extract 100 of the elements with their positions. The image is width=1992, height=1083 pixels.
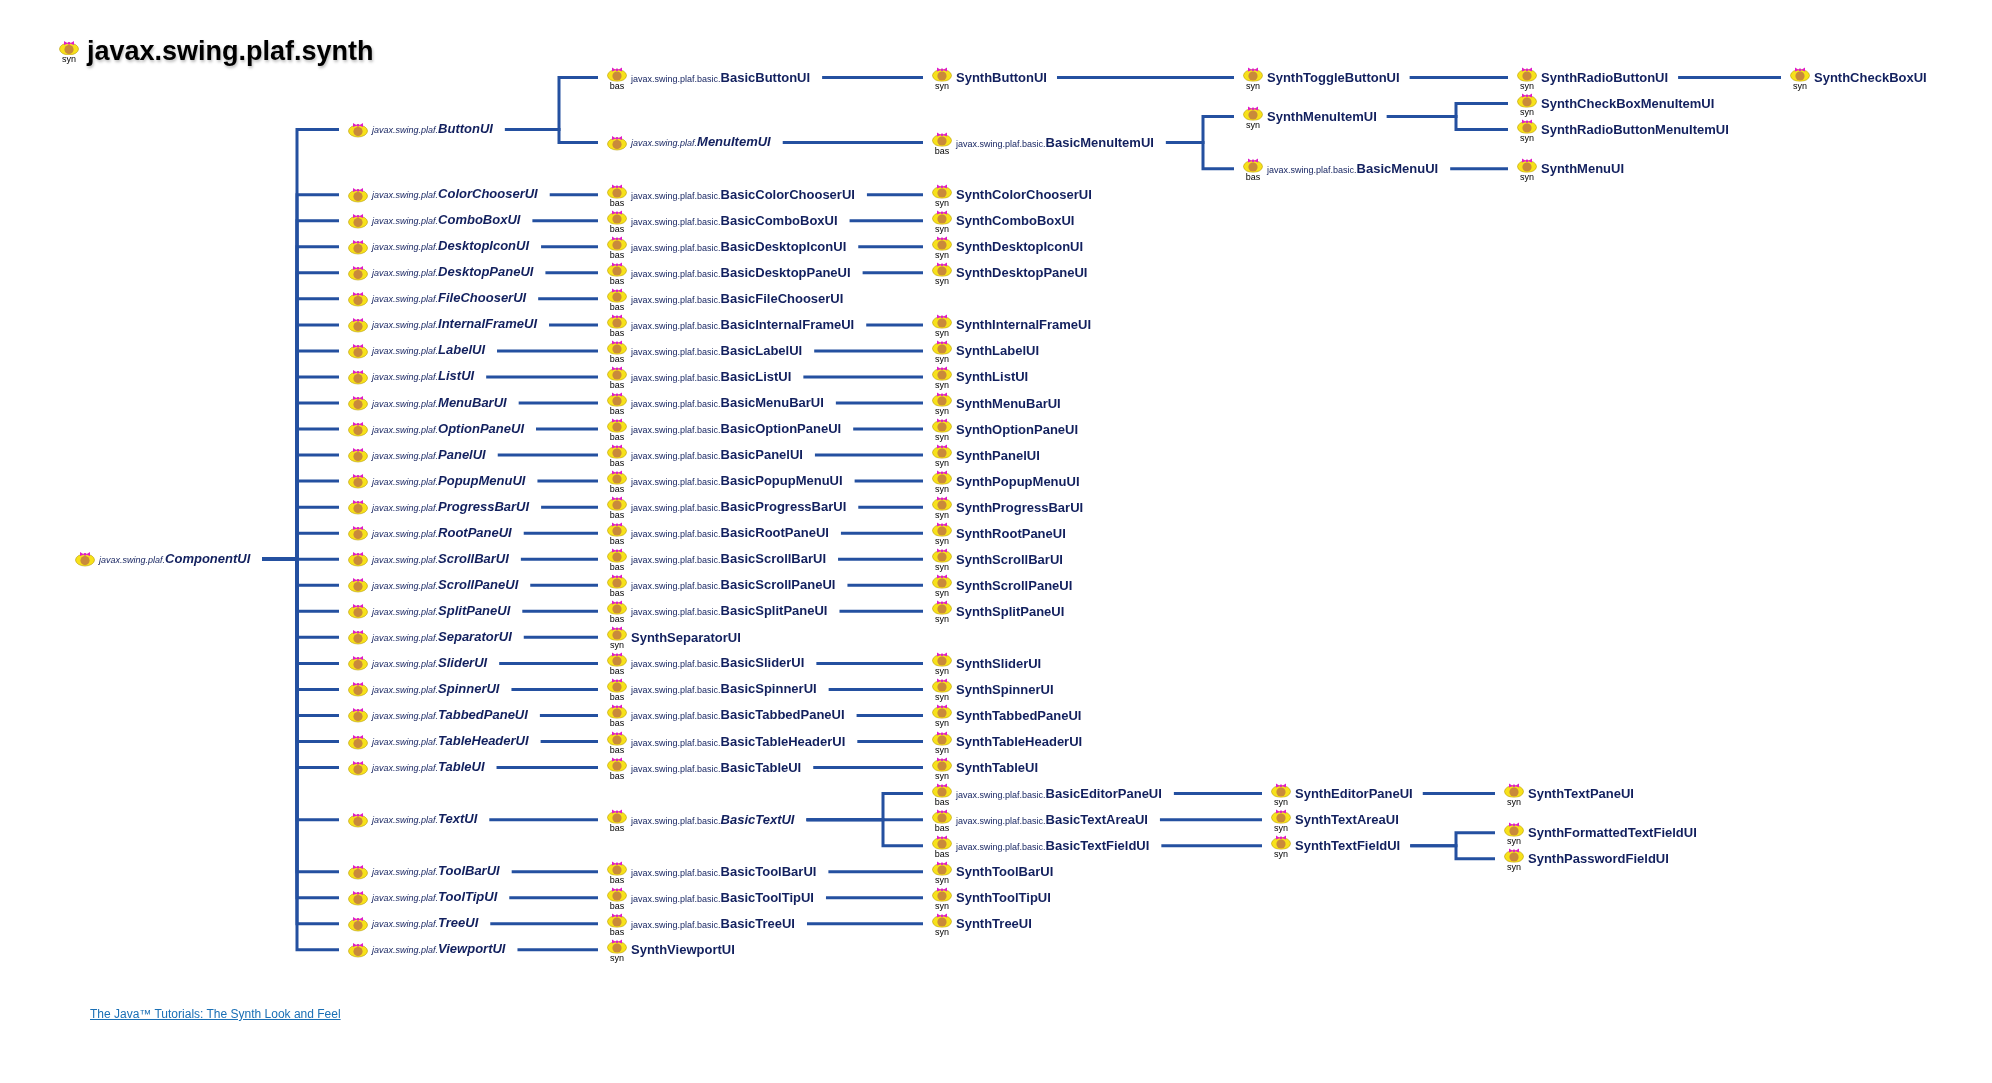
class-name: javax.swing.plaf.ComponentUI bbox=[99, 550, 252, 568]
icon-tag: syn bbox=[935, 745, 949, 753]
class-name: javax.swing.plaf.FileChooserUI bbox=[372, 290, 528, 308]
icon-tag: syn bbox=[62, 55, 76, 63]
icon-tag: bas bbox=[934, 823, 950, 832]
class-name: javax.swing.plaf.PopupMenuUI bbox=[372, 472, 527, 490]
class-name: javax.swing.plaf.basic.BasicFileChooserUI bbox=[631, 290, 845, 308]
inheritance-line bbox=[1165, 141, 1234, 171]
inheritance-line bbox=[816, 661, 923, 665]
icon-tag: bas bbox=[934, 146, 950, 155]
inheritance-line bbox=[840, 531, 923, 535]
inheritance-line bbox=[497, 453, 598, 457]
inheritance-line bbox=[1161, 844, 1262, 848]
class-name: javax.swing.plaf.basic.BasicColorChooserUI bbox=[631, 186, 856, 204]
class-name: SynthMenuBarUI bbox=[956, 395, 1061, 411]
icon-tag: syn bbox=[1520, 133, 1534, 142]
inheritance-line bbox=[537, 479, 598, 483]
class-name: SynthFormattedTextFieldUI bbox=[1528, 824, 1697, 841]
icon-tag: syn bbox=[935, 484, 949, 493]
icon-tag: syn bbox=[1793, 81, 1807, 89]
class-name: javax.swing.plaf.basic.BasicDesktopPaneUI bbox=[631, 264, 852, 282]
class-name: javax.swing.plaf.basic.BasicRootPaneUI bbox=[631, 524, 830, 542]
inheritance-line bbox=[839, 609, 923, 613]
icon-tag: syn bbox=[935, 588, 949, 597]
inheritance-line bbox=[1422, 792, 1495, 796]
class-name: SynthToolTipUI bbox=[956, 889, 1051, 906]
class-name: SynthEditorPaneUI bbox=[1295, 785, 1413, 802]
class-name: javax.swing.plaf.basic.BasicMenuItemUI bbox=[956, 134, 1155, 152]
icon-tag: bas bbox=[609, 927, 625, 936]
class-name: SynthMenuUI bbox=[1541, 160, 1625, 177]
icon-tag: bas bbox=[934, 849, 950, 858]
class-name: javax.swing.plaf.ToolTipUI bbox=[372, 889, 499, 907]
inheritance-line bbox=[522, 609, 598, 613]
icon-tag: syn bbox=[935, 328, 949, 337]
diagram-title: javax.swing.plaf.synth bbox=[87, 36, 374, 67]
class-name: javax.swing.plaf.basic.BasicListUI bbox=[631, 368, 793, 386]
inheritance-line bbox=[518, 401, 598, 405]
inheritance-line bbox=[807, 922, 923, 926]
inheritance-line bbox=[541, 505, 598, 509]
icon-tag: syn bbox=[935, 406, 949, 415]
inheritance-line bbox=[853, 427, 923, 431]
icon-tag: bas bbox=[609, 328, 625, 337]
inheritance-line bbox=[825, 896, 923, 900]
icon-tag: syn bbox=[935, 875, 949, 884]
inheritance-line bbox=[496, 766, 598, 770]
class-name: javax.swing.plaf.basic.BasicTreeUI bbox=[631, 915, 796, 933]
inheritance-line bbox=[523, 635, 598, 639]
icon-tag: syn bbox=[1507, 862, 1521, 871]
class-name: javax.swing.plaf.ToolBarUI bbox=[372, 863, 501, 881]
class-name: javax.swing.plaf.basic.BasicScrollBarUI bbox=[631, 550, 828, 568]
class-name: javax.swing.plaf.ListUI bbox=[372, 368, 476, 386]
icon-tag: bas bbox=[609, 614, 625, 623]
icon-tag: bas bbox=[609, 432, 625, 441]
inheritance-line bbox=[857, 740, 923, 743]
inheritance-line bbox=[509, 896, 598, 900]
class-name: javax.swing.plaf.basic.BasicSplitPaneUI bbox=[631, 602, 829, 620]
icon-tag: syn bbox=[935, 536, 949, 545]
inheritance-line bbox=[545, 271, 598, 275]
icon-tag: syn bbox=[935, 354, 949, 363]
class-name: javax.swing.plaf.basic.BasicPanelUI bbox=[631, 446, 804, 464]
icon-tag: bas bbox=[609, 562, 625, 571]
icon-tag: syn bbox=[935, 901, 949, 910]
class-name: javax.swing.plaf.basic.BasicScrollPaneUI bbox=[631, 576, 837, 594]
class-name: javax.swing.plaf.basic.BasicTextUI bbox=[631, 811, 796, 829]
inheritance-line bbox=[822, 76, 923, 79]
class-name: javax.swing.plaf.OptionPaneUI bbox=[372, 420, 526, 438]
icon-tag: syn bbox=[1274, 849, 1288, 858]
class-name: javax.swing.plaf.basic.BasicComboBoxUI bbox=[631, 212, 839, 230]
tutorial-link: The Java™ Tutorials: The Synth Look and Feel bbox=[90, 1007, 341, 1021]
inheritance-line bbox=[549, 193, 598, 197]
inheritance-line bbox=[511, 687, 598, 691]
class-name: javax.swing.plaf.SliderUI bbox=[372, 654, 489, 672]
icon-tag: bas bbox=[609, 901, 625, 910]
class-name: javax.swing.plaf.basic.BasicLabelUI bbox=[631, 342, 804, 360]
icon-tag: syn bbox=[935, 458, 949, 467]
icon-tag: syn bbox=[935, 562, 949, 571]
icon-tag: syn bbox=[935, 81, 949, 89]
class-name: javax.swing.plaf.basic.BasicMenuUI bbox=[1267, 160, 1440, 178]
class-name: javax.swing.plaf.DesktopPaneUI bbox=[372, 264, 535, 282]
inheritance-line bbox=[813, 766, 923, 770]
inheritance-line bbox=[828, 870, 923, 874]
icon-tag: bas bbox=[609, 771, 625, 780]
class-name: SynthScrollBarUI bbox=[956, 551, 1063, 568]
icon-tag: syn bbox=[935, 380, 949, 389]
icon-tag: syn bbox=[1520, 107, 1534, 116]
icon-tag: bas bbox=[609, 406, 625, 415]
class-name: SynthMenuItemUI bbox=[1267, 108, 1377, 125]
icon-tag: bas bbox=[609, 224, 625, 233]
class-name: SynthInternalFrameUI bbox=[956, 316, 1092, 333]
class-name: SynthRootPaneUI bbox=[956, 525, 1066, 542]
icon-tag: syn bbox=[1507, 836, 1521, 845]
class-name: SynthDesktopIconUI bbox=[956, 238, 1084, 255]
class-name: javax.swing.plaf.basic.BasicToolBarUI bbox=[631, 863, 818, 881]
icon-tag: syn bbox=[610, 640, 624, 649]
icon-tag: bas bbox=[609, 588, 625, 597]
class-name: javax.swing.plaf.ButtonUI bbox=[372, 121, 494, 139]
class-name: SynthSpinnerUI bbox=[956, 681, 1054, 698]
class-name: SynthColorChooserUI bbox=[956, 186, 1092, 203]
inheritance-line bbox=[538, 297, 598, 301]
icon-tag: bas bbox=[934, 797, 950, 806]
